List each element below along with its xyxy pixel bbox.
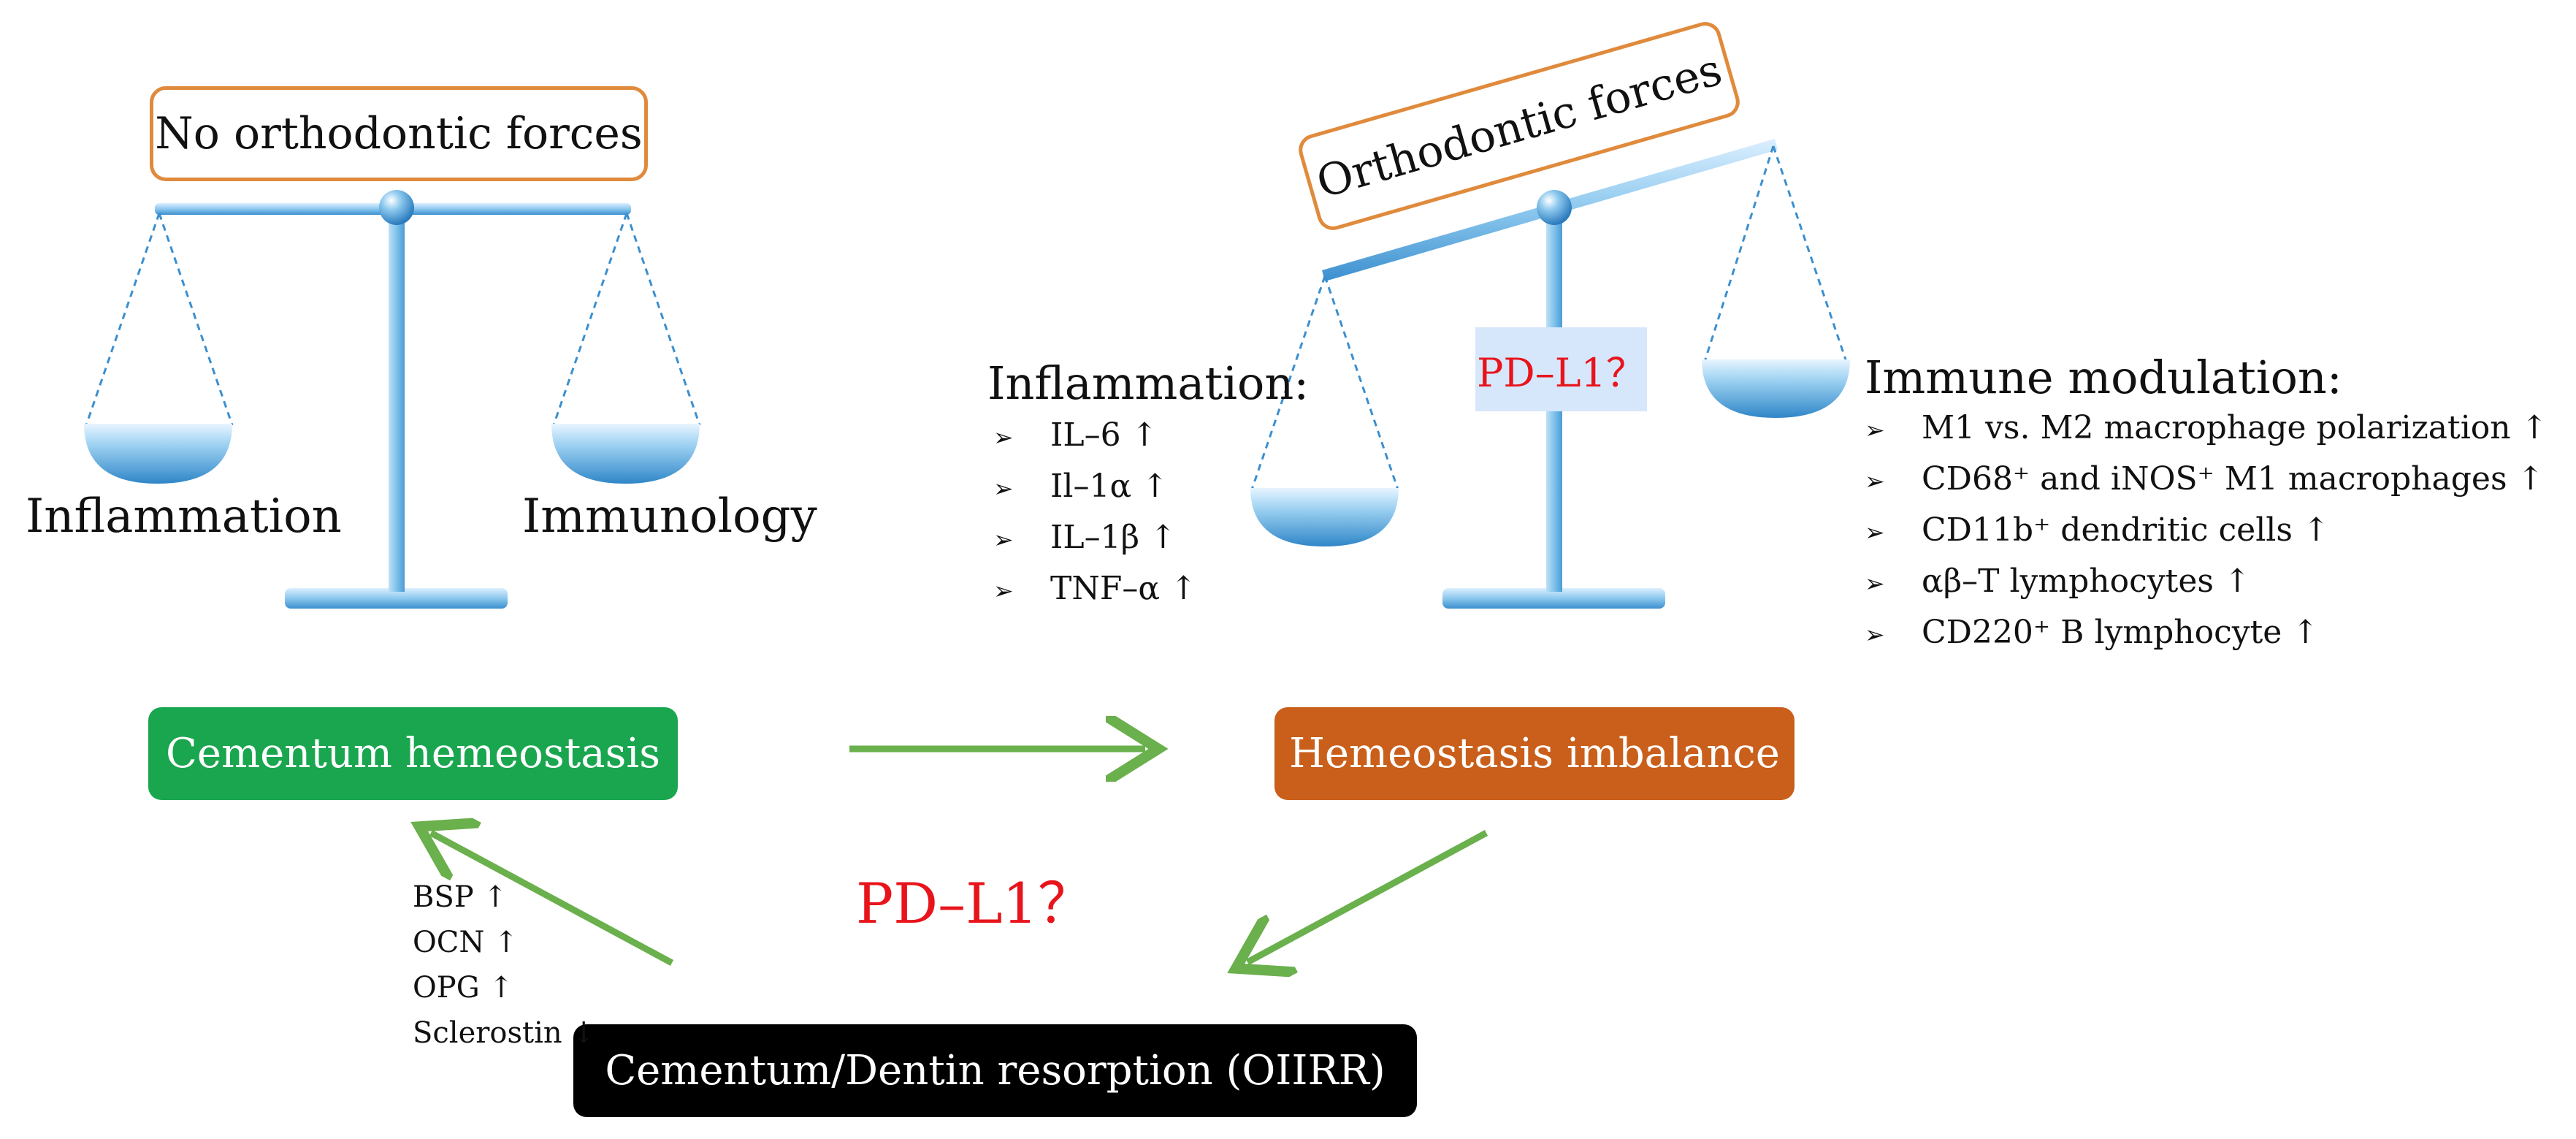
inflammation-item-text: IL–6 ↑ [1050, 416, 1158, 454]
right-scale [1250, 139, 1850, 609]
node-homeostasis-imbalance: Hemeostasis imbalance [1274, 707, 1795, 800]
immune-item: ➢ CD68⁺ and iNOS⁺ M1 macrophages ↑ [1865, 460, 2544, 498]
bullet-icon: ➢ [993, 525, 1014, 554]
arrow-resorption-to-homeostasis [431, 833, 674, 966]
immune-item-text: CD11b⁺ dendritic cells ↑ [1922, 511, 2330, 549]
left-scale-pole [389, 206, 405, 592]
inflammation-item-text: Il–1α ↑ [1050, 468, 1169, 505]
immune-item: ➢ αβ–T lymphocytes ↑ [1865, 563, 2251, 600]
pd-l1-tag: PD–L1？ [1475, 327, 1647, 411]
cycle-arrows [431, 749, 1488, 966]
right-pan-low [1250, 488, 1399, 546]
left-pan-inflammation [84, 424, 232, 484]
inflammation-item: ➢ IL–1β ↑ [993, 519, 1177, 556]
node-homeostasis-imbalance-text: Hemeostasis imbalance [1289, 730, 1780, 777]
pan-label-immunology: Immunology [522, 489, 817, 544]
label-no-orthodontic-forces: No orthodontic forces [150, 86, 648, 181]
marker-item: Sclerostin ↓ [413, 1016, 596, 1050]
center-pd-l1-question: PD–L1？ [856, 871, 1093, 936]
label-no-orthodontic-forces-text: No orthodontic forces [155, 108, 643, 159]
node-cementum-homeostasis: Cementum hemeostasis [148, 707, 678, 800]
arrow-imbalance-to-resorption [1247, 830, 1488, 962]
bullet-icon: ➢ [1865, 518, 1885, 546]
node-resorption-text: Cementum/Dentin resorption (OIIRR) [605, 1047, 1386, 1094]
left-scale-strings [85, 213, 701, 426]
marker-item: OPG ↑ [413, 971, 513, 1005]
left-pan-immunology [551, 424, 700, 484]
inflammation-item: ➢ TNF–α ↑ [993, 570, 1197, 607]
left-scale-base [285, 588, 508, 609]
inflammation-item-text: IL–1β ↑ [1050, 519, 1177, 556]
right-scale-strings [1250, 145, 1848, 490]
immune-heading: Immune modulation: [1865, 351, 2342, 404]
left-scale-knob [379, 190, 414, 225]
right-pan-high [1702, 359, 1850, 418]
immune-item-text: CD68⁺ and iNOS⁺ M1 macrophages ↑ [1922, 460, 2545, 498]
bullet-icon: ➢ [1865, 620, 1885, 649]
pd-l1-tag-text: PD–L1？ [1477, 350, 1646, 396]
marker-item: OCN ↑ [413, 926, 519, 959]
inflammation-item: ➢ IL–6 ↑ [993, 416, 1158, 454]
bullet-icon: ➢ [993, 474, 1014, 503]
immune-item: ➢ CD11b⁺ dendritic cells ↑ [1865, 511, 2330, 549]
left-scale [84, 190, 701, 609]
bullet-icon: ➢ [993, 576, 1014, 605]
immune-item-text: CD220⁺ B lymphocyte ↑ [1922, 614, 2320, 651]
node-cementum-homeostasis-text: Cementum hemeostasis [166, 730, 660, 777]
immune-item-text: M1 vs. M2 macrophage polarization ↑ [1922, 409, 2548, 446]
bullet-icon: ➢ [1865, 416, 1885, 444]
immune-item-text: αβ–T lymphocytes ↑ [1922, 563, 2251, 600]
inflammation-heading: Inflammation: [987, 357, 1310, 410]
immune-item: ➢ M1 vs. M2 macrophage polarization ↑ [1865, 409, 2548, 446]
inflammation-item: ➢ Il–1α ↑ [993, 468, 1169, 505]
immune-item: ➢ CD220⁺ B lymphocyte ↑ [1865, 614, 2319, 651]
right-scale-knob [1537, 190, 1572, 225]
node-resorption: Cementum/Dentin resorption (OIIRR) [573, 1024, 1417, 1117]
marker-item: BSP ↑ [413, 880, 508, 914]
right-scale-base [1442, 588, 1665, 609]
bullet-icon: ➢ [1865, 569, 1885, 598]
bullet-icon: ➢ [993, 423, 1014, 452]
pan-label-inflammation: Inflammation [26, 489, 342, 544]
inflammation-item-text: TNF–α ↑ [1050, 570, 1197, 607]
bullet-icon: ➢ [1865, 467, 1885, 495]
